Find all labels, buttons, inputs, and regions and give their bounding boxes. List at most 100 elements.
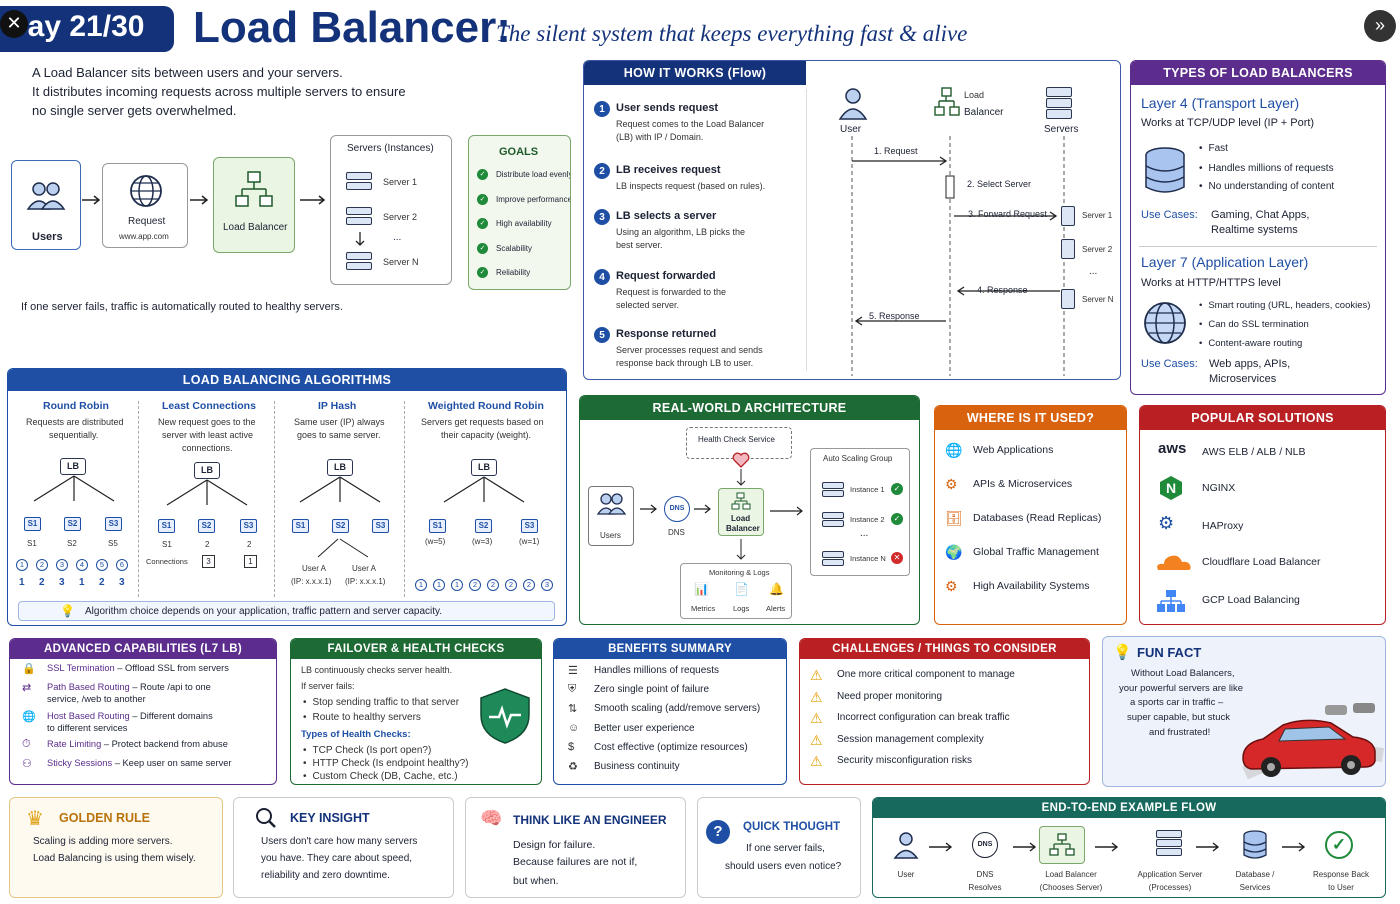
- fail-line: LB continuously checks server health.: [301, 665, 453, 675]
- server-node: S1: [24, 517, 41, 531]
- heartbeat-icon: [732, 452, 750, 468]
- server-node: S3: [240, 519, 257, 533]
- insight-line: reliability and zero downtime.: [261, 870, 390, 881]
- ip-desc: Same user (IP) always: [294, 417, 385, 427]
- arch-lb: Balancer: [726, 524, 760, 533]
- request-number: 1: [415, 579, 427, 591]
- challenge-item: Security misconfiguration risks: [837, 755, 973, 766]
- challenge-item: Incorrect configuration can break traffi…: [837, 712, 1010, 723]
- benefit-item: Zero single point of failure: [594, 684, 710, 696]
- request-label: Request: [128, 216, 166, 227]
- server-icon: [346, 217, 372, 225]
- brain-icon: 🧠: [480, 808, 503, 828]
- where-item: APIs & Microservices: [973, 478, 1073, 490]
- step-desc: Request is forwarded to the: [616, 287, 727, 297]
- e2e-step-label: User: [897, 870, 915, 879]
- l4-uc-label: Use Cases:: [1141, 209, 1198, 221]
- goal-item: Scalability: [496, 243, 533, 253]
- l4-bullet: No understanding of content: [1199, 181, 1335, 192]
- seq-msg: 3. Forward Request: [968, 209, 1048, 219]
- request-number: 5: [96, 559, 108, 571]
- intro-line: A Load Balancer sits between users and y…: [32, 65, 343, 80]
- fail-check: Custom Check (DB, Cache, etc.): [303, 771, 458, 782]
- database-icon: [1243, 830, 1267, 859]
- check-icon: ✓: [891, 483, 903, 495]
- server-icon: [822, 559, 844, 566]
- server-icon: [1156, 839, 1182, 847]
- ip-user: User A: [302, 564, 327, 573]
- close-icon[interactable]: ✕: [0, 10, 28, 38]
- request-number: 1: [451, 579, 463, 591]
- fail-bullet: Stop sending traffic to that server: [303, 697, 460, 708]
- request-target: 2: [99, 577, 105, 588]
- goal-item: High availability: [496, 219, 552, 228]
- haproxy-icon: ⚙: [1158, 513, 1175, 533]
- l4-bullet: Handles millions of requests: [1199, 163, 1334, 174]
- server-node: S2: [475, 519, 492, 533]
- key-insight-panel: KEY INSIGHT Users don't care how many se…: [233, 797, 454, 898]
- e2e-step-label: Database /: [1235, 870, 1275, 879]
- quick-line: If one server fails,: [746, 843, 825, 854]
- error-icon: ✕: [891, 552, 903, 564]
- quick-line: should users even notice?: [725, 861, 842, 872]
- request-number: 3: [56, 559, 68, 571]
- wrr-lb: LB: [471, 459, 497, 476]
- fun-fact-panel: 💡 FUN FACT Without Load Balancers,your p…: [1102, 636, 1386, 787]
- fun-title: FUN FACT: [1137, 645, 1202, 660]
- coin-icon: $: [568, 740, 575, 753]
- instance-label: Instance N: [850, 554, 886, 563]
- seq-msg: 1. Request: [874, 146, 918, 156]
- adv-item: Path Based Routing – Route /api to one: [47, 682, 211, 692]
- golden-title: GOLDEN RULE: [59, 811, 150, 825]
- server-icon: [1046, 87, 1072, 97]
- seq-msg: 5. Response: [869, 311, 920, 321]
- metrics-label: Metrics: [691, 604, 716, 613]
- arrow-right-icon: [1013, 842, 1037, 852]
- adv-value: – Protect backend from abuse: [101, 739, 228, 749]
- alerts-label: Alerts: [766, 604, 786, 613]
- server-label: Server 1: [383, 177, 418, 187]
- rr-lb: LB: [60, 458, 86, 475]
- engineer-panel: 🧠 THINK LIKE AN ENGINEER Design for fail…: [465, 797, 686, 898]
- adv-value: – Different domains: [129, 711, 213, 721]
- dns-icon: DNS: [972, 832, 998, 858]
- fun-line: a sports car in traffic –: [1130, 697, 1224, 709]
- benefit-item: Business continuity: [594, 761, 680, 772]
- server-icon: [822, 490, 844, 497]
- check-icon: ✓: [477, 267, 488, 278]
- day-badge: [0, 6, 174, 52]
- fail-title: FAILOVER & HEALTH CHECKS: [291, 639, 541, 659]
- lock-icon: 🔒: [22, 663, 36, 675]
- alerts-icon: 🔔: [769, 582, 784, 596]
- request-target: 1: [79, 577, 85, 588]
- ip-name: IP Hash: [318, 400, 357, 412]
- check-circle-icon: ✓: [1325, 831, 1353, 859]
- gcp-icon: [1157, 590, 1185, 612]
- ip-user: User A: [352, 564, 377, 573]
- server-label: Server N: [383, 257, 419, 267]
- warning-icon: ⚠: [810, 710, 823, 726]
- server-icon: [1061, 239, 1075, 259]
- server-icon: [1061, 289, 1075, 309]
- request-number: 2: [36, 559, 48, 571]
- goals-title: GOALS: [499, 146, 539, 158]
- goal-item: Distribute load evenly: [496, 170, 571, 179]
- fun-line: super capable, but stuck: [1127, 712, 1230, 724]
- warning-icon: ⚠: [810, 688, 823, 705]
- step-desc: LB inspects request (based on rules).: [616, 181, 766, 191]
- wrr-desc: their capacity (weight).: [441, 430, 532, 440]
- page-tagline: The silent system that keeps everything …: [496, 21, 968, 46]
- smile-icon: ☺: [568, 721, 580, 734]
- wrr-weight: (w=5): [425, 537, 446, 546]
- adv-item: Sticky Sessions – Keep user on same serv…: [47, 758, 231, 768]
- next-icon[interactable]: »: [1364, 10, 1396, 42]
- aws-logo: aws: [1158, 440, 1187, 457]
- where-panel: WHERE IS IT USED? 🌐Web Applications⚙APIs…: [934, 405, 1127, 625]
- insight-line: Users don't care how many servers: [261, 836, 418, 847]
- seq-msg: 2. Select Server: [967, 179, 1032, 189]
- wrr-desc: Servers get requests based on: [421, 417, 544, 427]
- lc-count: 3: [202, 555, 215, 568]
- l7-uc: Web apps, APIs,: [1209, 358, 1291, 370]
- arrow-right-icon: [1282, 842, 1306, 852]
- request-number: 1: [16, 559, 28, 571]
